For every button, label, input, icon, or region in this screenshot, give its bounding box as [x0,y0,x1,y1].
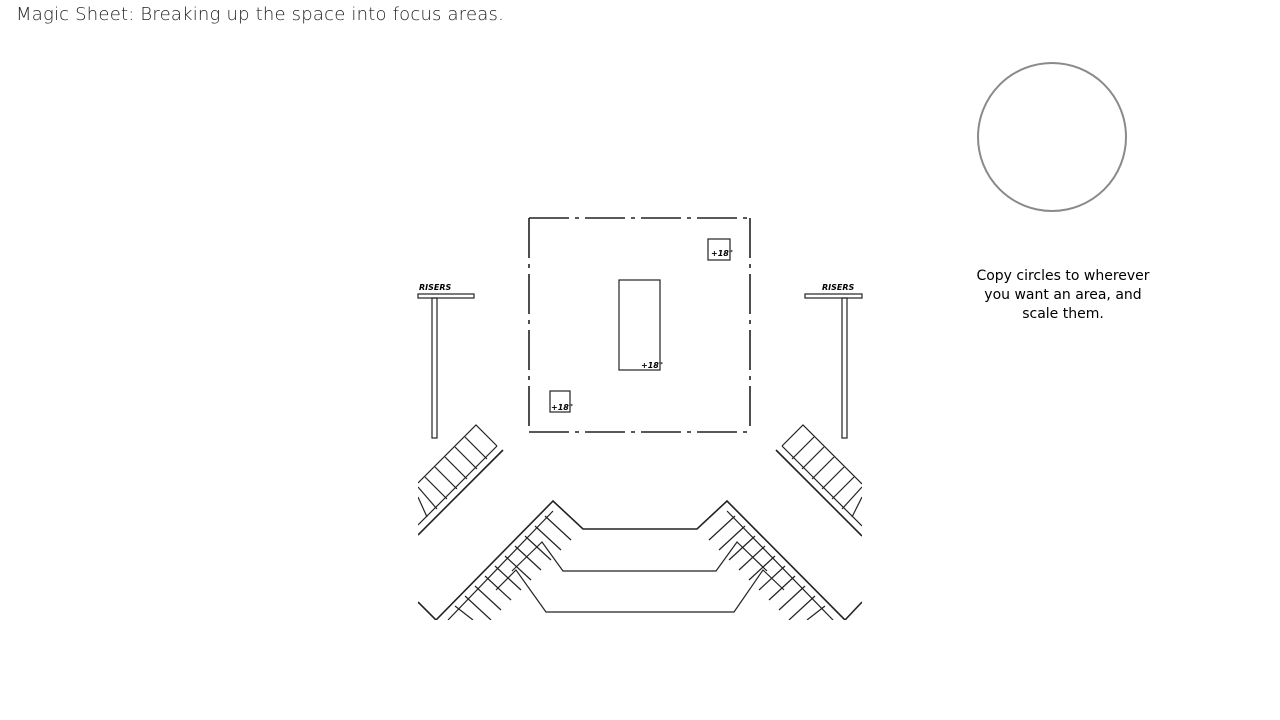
seating-upper-left [418,424,504,536]
risers-left-label: RISERS [419,283,452,292]
risers-right-label: RISERS [822,283,855,292]
slide-title: Magic Sheet: Breaking up the space into … [16,4,504,25]
playing-area [528,217,751,433]
risers-right: RISERS [804,283,863,439]
platform-top-right: +18" [707,238,733,261]
seating-upper-right [775,424,862,537]
platform-top-right-label: +18" [711,249,733,258]
instructions-note: Copy circles to wherever you want an are… [976,268,1150,322]
seating-lower-center [418,499,862,620]
platform-bottom-left: +18" [549,390,573,413]
risers-left: RISERS [417,283,475,439]
platform-center: +18" [618,279,663,371]
platform-center-label: +18" [641,361,663,370]
platform-bottom-left-label: +18" [551,403,573,412]
focus-area-circle[interactable] [977,62,1127,212]
